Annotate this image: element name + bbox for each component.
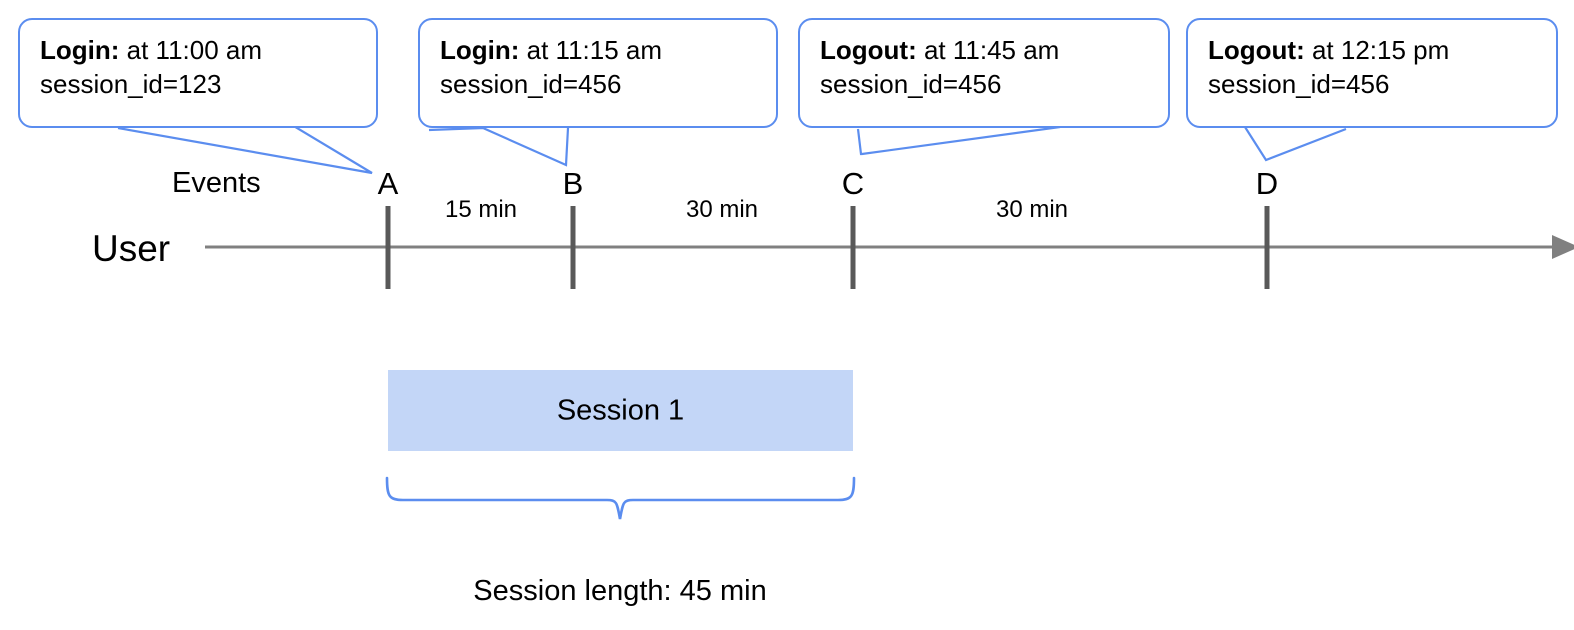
lane-label-events: Events <box>172 167 261 199</box>
callout-line-1: Login: at 11:15 am <box>440 34 758 68</box>
callout-login-1100: Login: at 11:00 am session_id=123 <box>18 18 378 128</box>
callout-line-1: Logout: at 11:45 am <box>820 34 1150 68</box>
callout-session-line: session_id=456 <box>1208 68 1390 99</box>
marker-label-c: C <box>841 166 865 201</box>
callout-logout-1215: Logout: at 12:15 pm session_id=456 <box>1186 18 1558 128</box>
marker-label-b: B <box>562 166 584 201</box>
callout-session-line: session_id=456 <box>440 68 622 99</box>
marker-label-d: D <box>1255 166 1279 201</box>
interval-label-ab: 15 min <box>444 196 518 223</box>
callout-time-text: at 12:15 pm <box>1304 35 1450 65</box>
callout-session-line: session_id=456 <box>820 68 1002 99</box>
callout-logout-1145: Logout: at 11:45 am session_id=456 <box>798 18 1170 128</box>
callout-tail-a <box>117 124 373 175</box>
callout-line-1: Login: at 11:00 am <box>40 34 358 68</box>
callout-session-line: session_id=123 <box>40 68 222 99</box>
session-length-brace <box>385 476 856 520</box>
callout-event-label: Logout: <box>820 35 917 65</box>
callout-time-text: at 11:45 am <box>916 35 1060 65</box>
callout-time-text: at 11:15 am <box>519 35 663 65</box>
session-bar: Session 1 <box>388 370 853 451</box>
callout-event-label: Login: <box>440 35 520 65</box>
interval-label-cd: 30 min <box>995 196 1069 223</box>
callout-event-label: Logout: <box>1208 35 1305 65</box>
callout-login-1115: Login: at 11:15 am session_id=456 <box>418 18 778 128</box>
marker-label-a: A <box>377 166 399 201</box>
callout-line-1: Logout: at 12:15 pm <box>1208 34 1538 68</box>
session-bar-label: Session 1 <box>556 394 685 426</box>
callout-event-label: Login: <box>40 35 120 65</box>
lane-label-user: User <box>92 228 171 269</box>
callout-tail-d <box>1244 126 1347 162</box>
callout-time-text: at 11:00 am <box>119 35 263 65</box>
interval-label-bc: 30 min <box>685 196 759 223</box>
callout-tail-c <box>856 125 1061 156</box>
callout-tail-b <box>428 126 570 167</box>
session-length-caption: Session length: 45 min <box>473 575 767 607</box>
